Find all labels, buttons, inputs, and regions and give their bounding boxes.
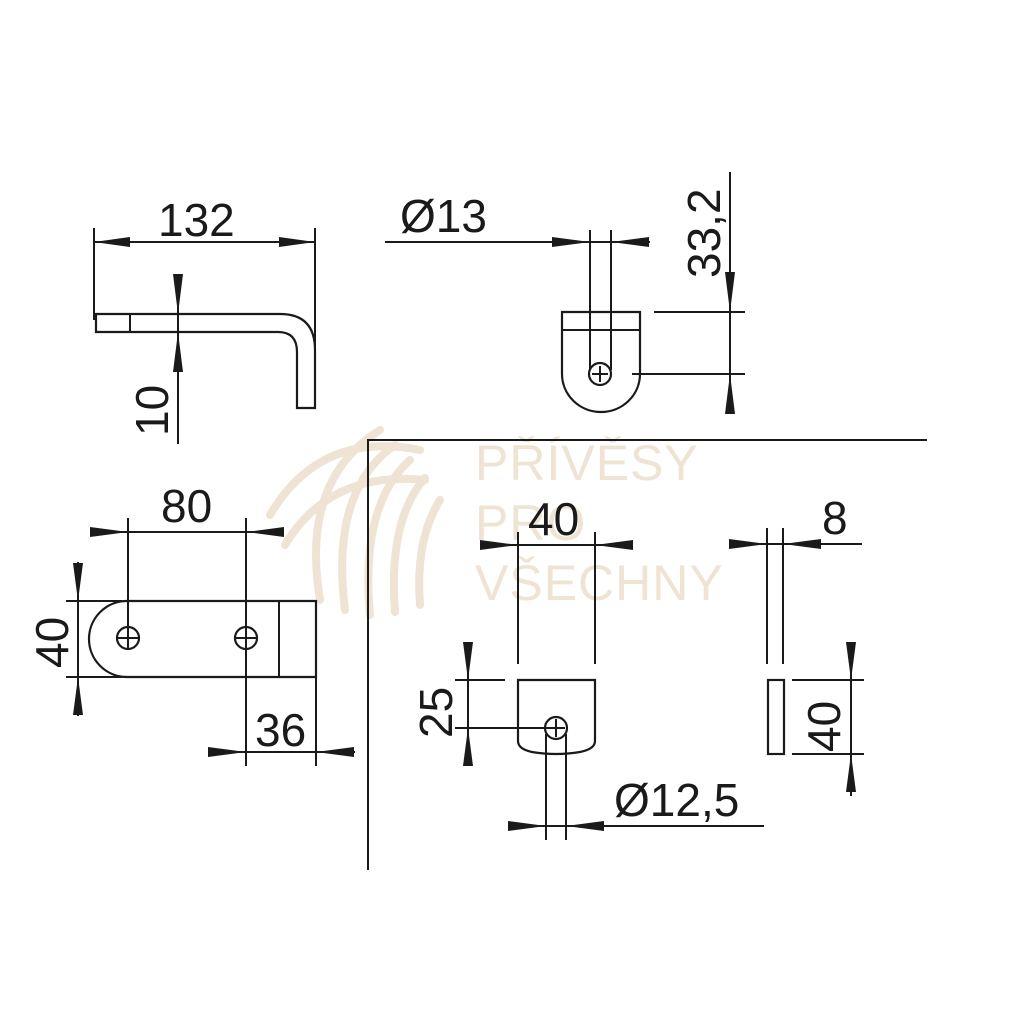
dim-40b-label: 40 bbox=[528, 493, 579, 545]
dim-36-arrow-right bbox=[316, 747, 354, 757]
side-view: 132 10 bbox=[93, 194, 317, 444]
dim-40a-arrow-top bbox=[73, 563, 83, 601]
end-view: Ø13 33,2 bbox=[385, 172, 745, 414]
watermark-logo-icon bbox=[266, 426, 444, 619]
dim-125-arrow-right bbox=[566, 821, 604, 831]
dim-40a-label: 40 bbox=[26, 617, 78, 668]
watermark-line-1: PŘÍVĚSY bbox=[475, 435, 699, 491]
dim-8-label: 8 bbox=[822, 492, 848, 544]
dim-13-arrow-left bbox=[552, 237, 590, 247]
dim-80-arrow-left bbox=[90, 527, 128, 537]
detail-front-view: 40 25 Ø12,5 bbox=[410, 493, 764, 840]
dim-8-arrow-left bbox=[729, 539, 767, 549]
dim-40c-arrow-top bbox=[846, 642, 856, 680]
dim-33-label: 33,2 bbox=[678, 188, 730, 278]
detail-frame bbox=[367, 439, 927, 870]
dim-25-label: 25 bbox=[410, 687, 462, 738]
top-view: 80 40 36 bbox=[26, 480, 355, 766]
dim-36-label: 36 bbox=[255, 704, 306, 756]
dim-25-arrow-bottom bbox=[463, 728, 473, 766]
dim-33-arrow-top bbox=[725, 272, 735, 312]
watermark: PŘÍVĚSY PRO VŠECHNY bbox=[266, 426, 724, 619]
dim-125-arrow-left bbox=[508, 821, 546, 831]
dim-10-arrow-bottom bbox=[173, 332, 183, 372]
top-view-outline bbox=[87, 599, 318, 679]
dim-33-arrow-bottom bbox=[725, 374, 735, 414]
dim-8-arrow-right bbox=[783, 539, 821, 549]
dim-40b-arrow-left bbox=[480, 540, 518, 550]
dim-25-arrow-top bbox=[463, 642, 473, 680]
dim-40c-label: 40 bbox=[798, 701, 850, 752]
dim-40a-arrow-bottom bbox=[73, 677, 83, 715]
watermark-line-2: PRO bbox=[475, 495, 586, 551]
detail-side-view: 8 40 bbox=[729, 492, 864, 796]
watermark-line-3: VŠECHNY bbox=[475, 555, 724, 611]
dim-36-arrow-left bbox=[208, 747, 246, 757]
dim-13-label: Ø13 bbox=[400, 190, 487, 242]
dim-10-arrow-top bbox=[173, 274, 183, 314]
dim-80-label: 80 bbox=[161, 480, 212, 532]
dim-40b-arrow-right bbox=[595, 540, 633, 550]
dim-10-label: 10 bbox=[126, 385, 178, 436]
dim-80-arrow-right bbox=[246, 527, 284, 537]
dim-132-arrow-left bbox=[94, 237, 130, 247]
side-view-outline bbox=[94, 312, 317, 410]
dim-40c-arrow-bottom bbox=[846, 754, 856, 792]
dim-132-arrow-right bbox=[279, 237, 315, 247]
detail-side-outline bbox=[766, 678, 786, 756]
dim-125-label: Ø12,5 bbox=[614, 774, 739, 826]
dim-132-label: 132 bbox=[158, 194, 235, 246]
dim-13-arrow-right bbox=[611, 237, 649, 247]
